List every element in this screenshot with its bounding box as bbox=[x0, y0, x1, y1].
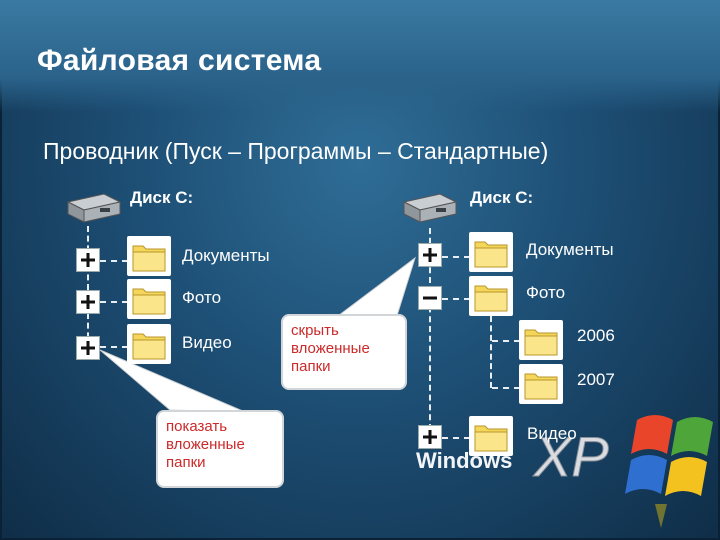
title-band bbox=[0, 0, 720, 112]
tree-item-video[interactable]: Видео bbox=[182, 333, 232, 352]
tree-item-documents[interactable]: Документы bbox=[182, 246, 270, 265]
callout-show-subfolders: показать вложенные папки bbox=[156, 410, 284, 488]
expand-toggle-photo[interactable] bbox=[76, 290, 100, 314]
logo-text: Windows bbox=[416, 448, 512, 473]
tree-item-2006[interactable]: 2006 bbox=[577, 326, 615, 345]
callout-line: вложенные bbox=[291, 340, 370, 357]
windows-xp-logo: XP Windows bbox=[416, 415, 713, 528]
tree-item-2007[interactable]: 2007 bbox=[577, 370, 615, 389]
callout-hide-subfolders: скрыть вложенные папки bbox=[281, 314, 407, 390]
callout-line: скрыть bbox=[291, 322, 339, 339]
folder-icon[interactable] bbox=[127, 236, 171, 276]
folder-icon[interactable] bbox=[519, 320, 563, 360]
left-drive-label: Диск С: bbox=[130, 188, 194, 207]
expand-toggle-documents[interactable] bbox=[76, 248, 100, 272]
tree-item-documents[interactable]: Документы bbox=[526, 240, 614, 259]
tree-branch bbox=[100, 260, 128, 262]
hard-drive-icon[interactable] bbox=[400, 192, 458, 226]
tree-branch bbox=[100, 301, 128, 303]
slide-subtitle: Проводник (Пуск – Программы – Стандартны… bbox=[43, 138, 549, 164]
tree-line bbox=[490, 316, 492, 388]
folder-icon[interactable] bbox=[469, 232, 513, 272]
tree-item-photo[interactable]: Фото bbox=[182, 288, 222, 307]
right-drive-label: Диск С: bbox=[470, 188, 534, 207]
callout-line: папки bbox=[291, 358, 331, 375]
callout-line: папки bbox=[166, 454, 206, 471]
tree-item-video[interactable]: Видео bbox=[527, 424, 577, 443]
callout-line: вложенные bbox=[166, 436, 245, 453]
folder-icon[interactable] bbox=[127, 279, 171, 319]
hard-drive-icon[interactable] bbox=[64, 192, 122, 226]
callout-line: показать bbox=[166, 418, 228, 435]
tree-branch bbox=[442, 256, 470, 258]
expand-toggle-documents[interactable] bbox=[418, 243, 442, 267]
expand-toggle-video[interactable] bbox=[76, 336, 100, 360]
tree-line bbox=[87, 226, 89, 348]
tree-branch bbox=[100, 346, 128, 348]
tree-branch bbox=[492, 387, 520, 389]
expand-toggle-video[interactable] bbox=[418, 425, 442, 449]
tree-branch bbox=[442, 437, 470, 439]
folder-icon[interactable] bbox=[519, 364, 563, 404]
folder-icon[interactable] bbox=[127, 324, 171, 364]
tree-line bbox=[429, 228, 431, 430]
logo-suffix: XP bbox=[532, 425, 609, 488]
folder-icon[interactable] bbox=[469, 276, 513, 316]
slide-title: Файловая система bbox=[37, 44, 322, 77]
tree-branch bbox=[442, 298, 470, 300]
tree-branch bbox=[492, 340, 520, 342]
tree-item-photo[interactable]: Фото bbox=[526, 283, 566, 302]
folder-icon[interactable] bbox=[469, 416, 513, 456]
collapse-toggle-photo[interactable] bbox=[418, 286, 442, 310]
